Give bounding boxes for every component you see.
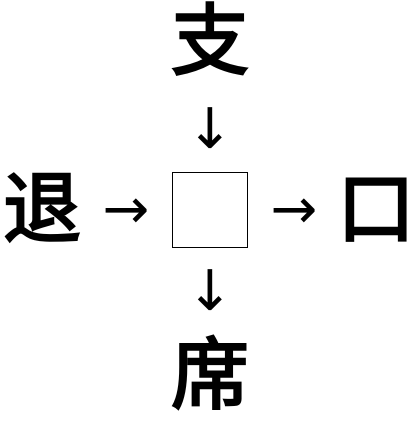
arrow-down-bottom: ↓ (186, 259, 234, 324)
right-character: 口 (336, 164, 415, 255)
left-character: 退 (2, 164, 81, 255)
arrow-down-top: ↓ (186, 97, 234, 162)
arrow-right-left: → (102, 177, 150, 242)
top-character: 支 (170, 0, 249, 87)
arrow-right-right: → (270, 177, 318, 242)
answer-box[interactable] (172, 172, 248, 248)
bottom-character: 席 (170, 330, 249, 421)
